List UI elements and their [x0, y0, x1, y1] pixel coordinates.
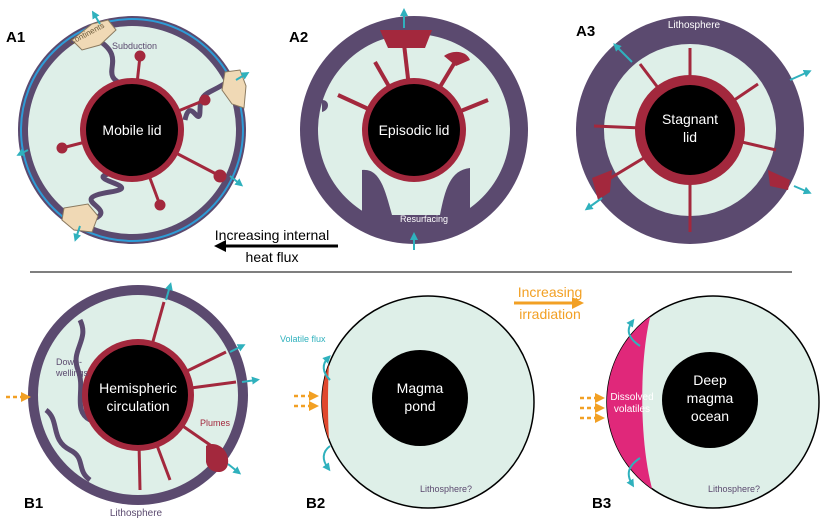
b1-plume-head-large	[206, 444, 229, 473]
b3-core-label-3: ocean	[691, 408, 729, 424]
a3-plume-head-right	[768, 170, 790, 190]
panel-b3: B3 Deep magma ocean Dissolved volatiles …	[580, 295, 820, 512]
b2-core-label-1: Magma	[397, 380, 444, 396]
b2-volatile-flux-label: Volatile flux	[280, 334, 326, 344]
b2-core	[372, 350, 468, 446]
heat-flux-label-1: Increasing internal	[215, 227, 329, 243]
b3-dissolved-label-2: volatiles	[614, 404, 650, 415]
b1-plumes-label: Plumes	[200, 418, 231, 428]
a1-tag: A1	[6, 29, 25, 46]
panel-a3: A3 Stagnant lid Lithosphere	[576, 16, 812, 244]
b2-core-label-2: pond	[404, 398, 435, 414]
b1-lithosphere-label: Lithosphere	[110, 508, 163, 519]
b3-core	[662, 352, 758, 448]
a2-plume-head-top	[380, 30, 432, 48]
b1-flux-arrows	[165, 282, 260, 475]
a3-core-label-2: lid	[683, 129, 697, 145]
b1-core-label-2: circulation	[106, 398, 169, 414]
a1-ocean-ring	[20, 18, 244, 242]
b2-flux-arrows	[322, 355, 331, 472]
a1-slab-bottom	[84, 169, 125, 225]
b3-lithosphere-label: Lithosphere?	[708, 484, 760, 494]
a1-continent-right	[221, 69, 247, 109]
a1-subduction-label: Subduction	[112, 41, 157, 51]
a3-plume-head-left	[592, 170, 612, 200]
b1-downwellings-label-1: Down-	[56, 357, 82, 367]
b2-irradiation-arrows	[294, 391, 319, 411]
irradiation-label-1: Increasing	[518, 284, 583, 300]
a1-continent-bottom	[61, 203, 99, 233]
b2-tag: B2	[306, 495, 325, 512]
b3-dissolved-label-1: Dissolved	[610, 392, 653, 403]
a2-core	[368, 84, 460, 176]
a2-drip-left	[322, 100, 328, 112]
a2-core-label: Episodic lid	[379, 122, 450, 138]
a3-flux-arrows	[584, 43, 812, 211]
b1-core	[88, 345, 188, 445]
b3-flux-arrows	[626, 318, 641, 488]
a1-slab-right	[182, 77, 232, 121]
a2-drip-bottom	[362, 168, 470, 228]
b1-downwelling-1	[73, 318, 92, 423]
irradiation-indicator: Increasing irradiation	[514, 284, 584, 322]
heat-flux-indicator: Increasing internal heat flux	[214, 227, 338, 265]
a3-core	[645, 85, 735, 175]
b1-core-label-1: Hemispheric	[99, 380, 177, 396]
irradiation-label-2: irradiation	[519, 306, 580, 322]
a2-flux-arrows	[400, 8, 418, 250]
b3-core-label-1: Deep	[693, 372, 727, 388]
a1-continent-top	[71, 19, 117, 51]
panel-b1: B1 Hemispheric circulation Down- welling…	[6, 282, 260, 519]
b1-downwellings-label-2: wellings	[55, 368, 89, 378]
a2-plume-head-right	[444, 51, 470, 66]
heat-flux-label-2: heat flux	[246, 249, 299, 265]
a1-core-label: Mobile lid	[102, 122, 161, 138]
panel-a2: A2 Episodic lid Resurfacing	[289, 8, 528, 250]
a1-flux-arrows	[16, 10, 250, 242]
b3-tag: B3	[592, 495, 611, 512]
b1-tag: B1	[24, 495, 43, 512]
a2-resurfacing-label: Resurfacing	[400, 214, 448, 224]
a1-core	[86, 84, 178, 176]
b2-lithosphere-label: Lithosphere?	[420, 484, 472, 494]
panel-a1: A1 Mobile lid Continents Subduction	[6, 10, 250, 244]
a3-lithosphere-label: Lithosphere	[668, 20, 721, 31]
a2-tag: A2	[289, 29, 308, 46]
b3-core-label-2: magma	[687, 390, 734, 406]
b3-irradiation-arrows	[580, 393, 605, 423]
b1-downwelling-2	[44, 407, 92, 483]
a3-tag: A3	[576, 23, 595, 40]
panel-b2: B2 Magma pond Volatile flux Lithosphere?	[280, 295, 535, 512]
a3-core-label-1: Stagnant	[662, 111, 718, 127]
